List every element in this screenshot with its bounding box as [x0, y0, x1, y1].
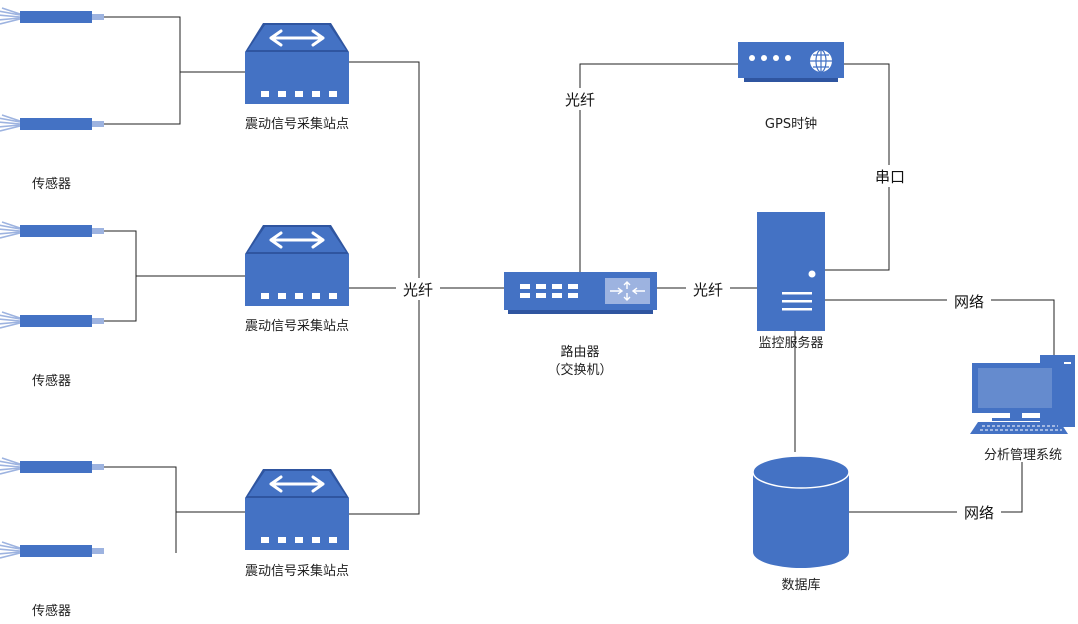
computer-icon [970, 355, 1075, 434]
database-label: 数据库 [781, 577, 820, 593]
collector-station-icon [243, 467, 351, 552]
serial-link-label: 串口 [875, 168, 905, 186]
fiber-link-label: 光纤 [693, 281, 723, 299]
collector-station-label: 震动信号采集站点 [245, 563, 349, 579]
gps-clock-icon [738, 42, 844, 82]
sensor-probe [0, 114, 105, 132]
collector-station-icon [243, 223, 351, 308]
network-link-label: 网络 [954, 293, 984, 311]
sensor-probe [0, 311, 105, 329]
sensor-group-label: 传感器 [32, 176, 71, 192]
server-icon [757, 212, 825, 331]
monitor-server-label: 监控服务器 [758, 335, 823, 351]
collector-station-label: 震动信号采集站点 [245, 116, 349, 132]
sensor-probe [0, 457, 105, 475]
collector-station-label: 震动信号采集站点 [245, 318, 349, 334]
sensor-group-label: 传感器 [32, 603, 71, 619]
fiber-link-label: 光纤 [565, 91, 595, 109]
sensor-wiring [104, 16, 245, 553]
fiber-link-label: 光纤 [403, 281, 433, 299]
network-link-label: 网络 [964, 504, 994, 522]
collector-station-icon [243, 21, 351, 106]
sensor-probe [0, 221, 105, 239]
database-icon [752, 455, 850, 568]
sensor-probe [0, 7, 105, 25]
router-label: 路由器 [560, 344, 599, 360]
sensor-group-label: 传感器 [32, 373, 71, 389]
router-icon [504, 272, 657, 314]
router-sublabel: （交换机） [547, 362, 612, 378]
gps-clock-label: GPS时钟 [765, 116, 817, 132]
analysis-system-label: 分析管理系统 [984, 448, 1062, 463]
sensor-probe [0, 541, 105, 559]
